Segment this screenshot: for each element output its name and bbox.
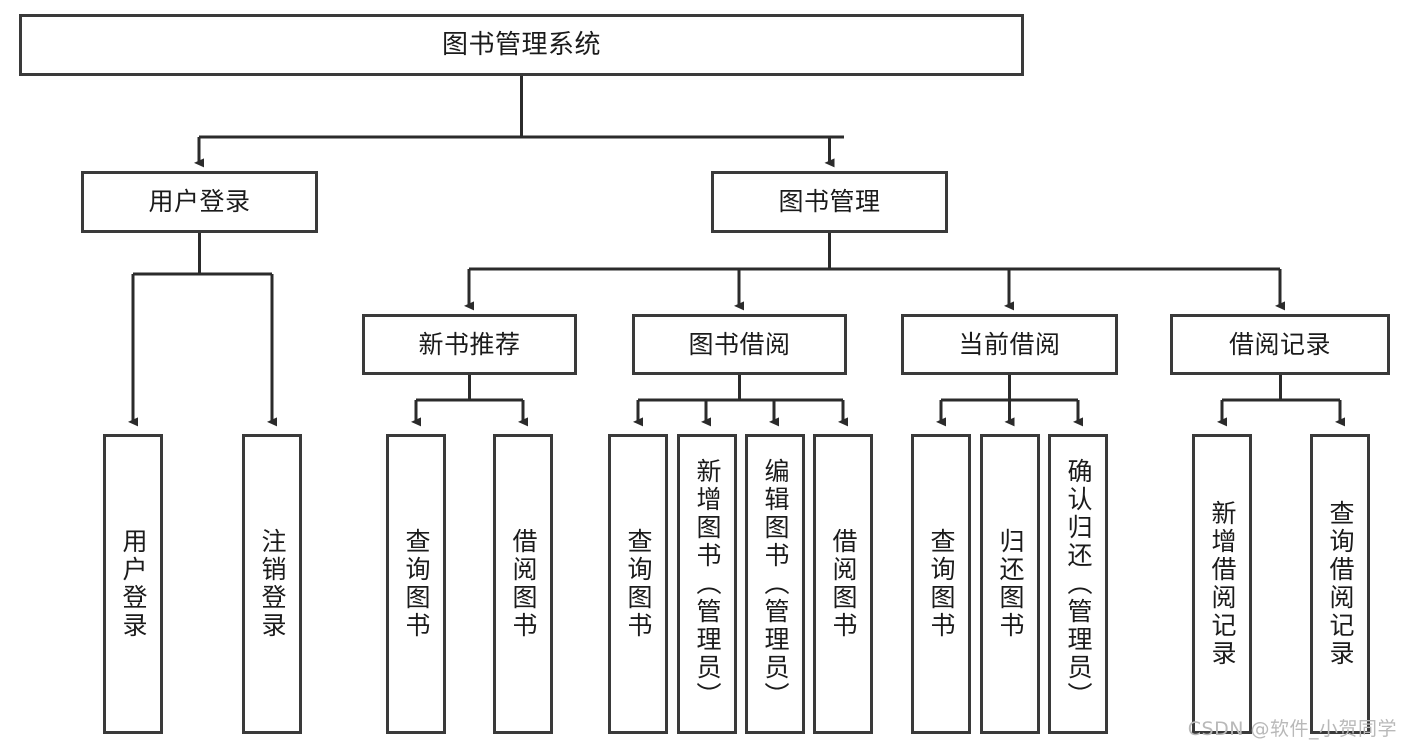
node-leaf-borrow-book-1[interactable]: 借阅图书	[493, 434, 553, 734]
node-leaf-confirm-return-label: 确认归还（管理员）	[1064, 458, 1093, 710]
node-leaf-add-record-label: 新增借阅记录	[1208, 500, 1237, 668]
node-leaf-query-book-1-label: 查询图书	[402, 528, 431, 640]
node-leaf-query-record-label: 查询借阅记录	[1326, 500, 1355, 668]
node-book-borrow[interactable]: 图书借阅	[632, 314, 847, 375]
node-leaf-add-book-label: 新增图书（管理员）	[693, 458, 722, 710]
node-user-login[interactable]: 用户登录	[81, 171, 318, 233]
node-root-label: 图书管理系统	[441, 29, 601, 60]
node-current-borrow-label: 当前借阅	[958, 329, 1061, 359]
node-leaf-query-book-3-label: 查询图书	[927, 528, 956, 640]
node-leaf-confirm-return[interactable]: 确认归还（管理员）	[1048, 434, 1108, 734]
node-new-book-recommend-label: 新书推荐	[418, 329, 521, 359]
node-root[interactable]: 图书管理系统	[19, 14, 1024, 76]
node-leaf-query-book-2-label: 查询图书	[624, 528, 653, 640]
node-leaf-borrow-book-2-label: 借阅图书	[829, 528, 858, 640]
node-leaf-borrow-book-1-label: 借阅图书	[509, 528, 538, 640]
node-borrow-record-label: 借阅记录	[1228, 329, 1331, 359]
node-leaf-edit-book-label: 编辑图书（管理员）	[761, 458, 790, 710]
node-user-login-label: 用户登录	[148, 187, 251, 217]
node-leaf-query-book-3[interactable]: 查询图书	[911, 434, 971, 734]
node-leaf-query-record[interactable]: 查询借阅记录	[1310, 434, 1370, 734]
node-book-borrow-label: 图书借阅	[688, 329, 791, 359]
node-leaf-user-logout-label: 注销登录	[258, 528, 287, 640]
node-leaf-add-book[interactable]: 新增图书（管理员）	[677, 434, 737, 734]
node-current-borrow[interactable]: 当前借阅	[901, 314, 1118, 375]
node-book-manage[interactable]: 图书管理	[711, 171, 948, 233]
node-leaf-add-record[interactable]: 新增借阅记录	[1192, 434, 1252, 734]
node-leaf-return-book[interactable]: 归还图书	[980, 434, 1040, 734]
node-leaf-query-book-1[interactable]: 查询图书	[386, 434, 446, 734]
node-leaf-return-book-label: 归还图书	[996, 528, 1025, 640]
node-leaf-user-login-label: 用户登录	[119, 528, 148, 640]
node-leaf-query-book-2[interactable]: 查询图书	[608, 434, 668, 734]
node-borrow-record[interactable]: 借阅记录	[1170, 314, 1390, 375]
csdn-watermark: CSDN @软件_小贺同学	[1187, 718, 1397, 740]
node-leaf-user-login[interactable]: 用户登录	[103, 434, 163, 734]
node-new-book-recommend[interactable]: 新书推荐	[362, 314, 577, 375]
node-leaf-edit-book[interactable]: 编辑图书（管理员）	[745, 434, 805, 734]
node-leaf-borrow-book-2[interactable]: 借阅图书	[813, 434, 873, 734]
node-leaf-user-logout[interactable]: 注销登录	[242, 434, 302, 734]
node-book-manage-label: 图书管理	[778, 187, 881, 217]
